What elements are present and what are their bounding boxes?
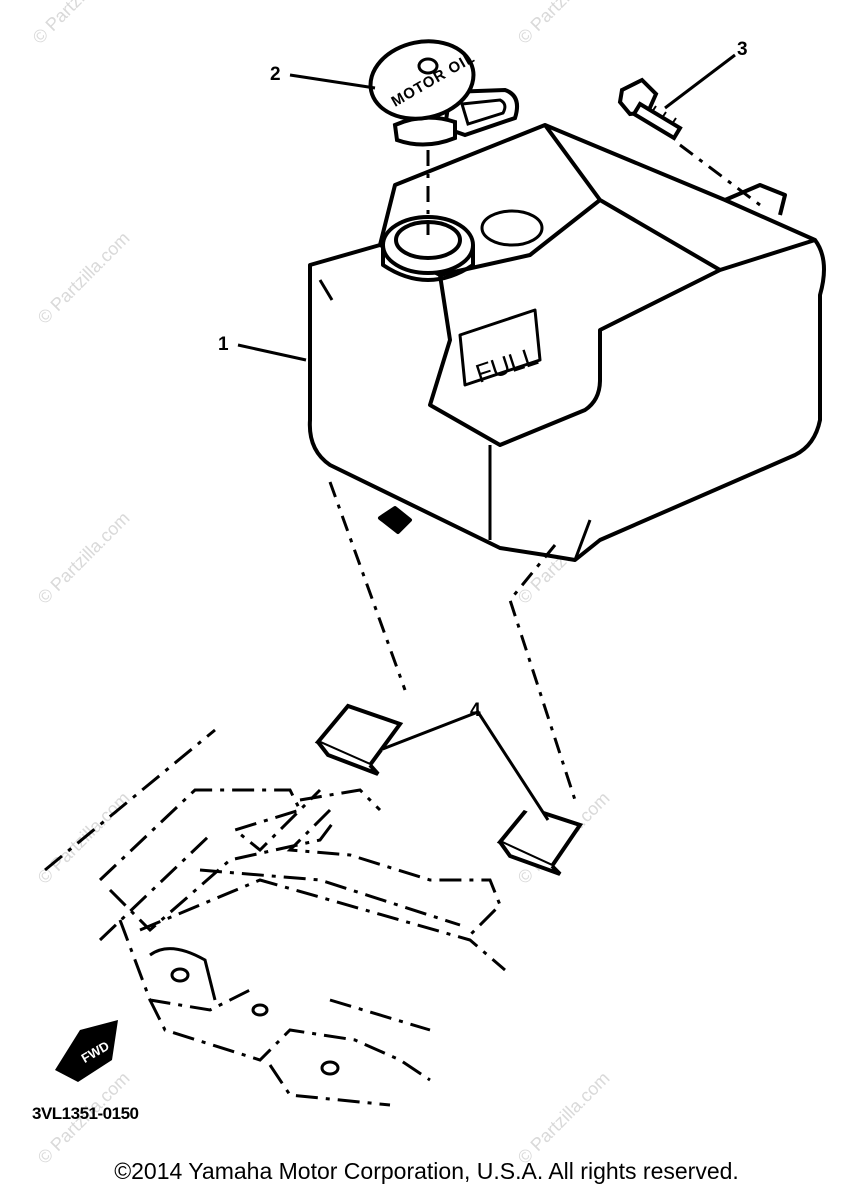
oil-tank: FULL	[307, 123, 826, 562]
front-arrow-icon: FWD	[55, 1020, 118, 1082]
watermark: © Partzilla.com	[514, 0, 614, 48]
assembly-lines	[328, 143, 761, 801]
copyright-notice: ©2014 Yamaha Motor Corporation, U.S.A. A…	[114, 1158, 739, 1184]
frame-bracket	[44, 728, 506, 1107]
callout-3: 3	[737, 39, 748, 60]
callout-2: 2	[270, 64, 281, 85]
leader-lines	[237, 53, 736, 362]
watermark: © Partzilla.com	[34, 508, 134, 608]
callout-4: 4	[470, 700, 481, 721]
watermark: © Partzilla.com	[514, 1068, 614, 1168]
drawing-code: 3VL1351-0150	[32, 1104, 139, 1123]
mounting-bolt	[617, 77, 683, 141]
watermark: © Partzilla.com	[29, 0, 129, 48]
frame-holes	[149, 947, 340, 1076]
callout-1: 1	[218, 334, 229, 355]
filler-cap: MOTOR OIL	[368, 39, 519, 147]
damper-pads	[314, 703, 584, 876]
watermark: © Partzilla.com	[34, 228, 134, 328]
